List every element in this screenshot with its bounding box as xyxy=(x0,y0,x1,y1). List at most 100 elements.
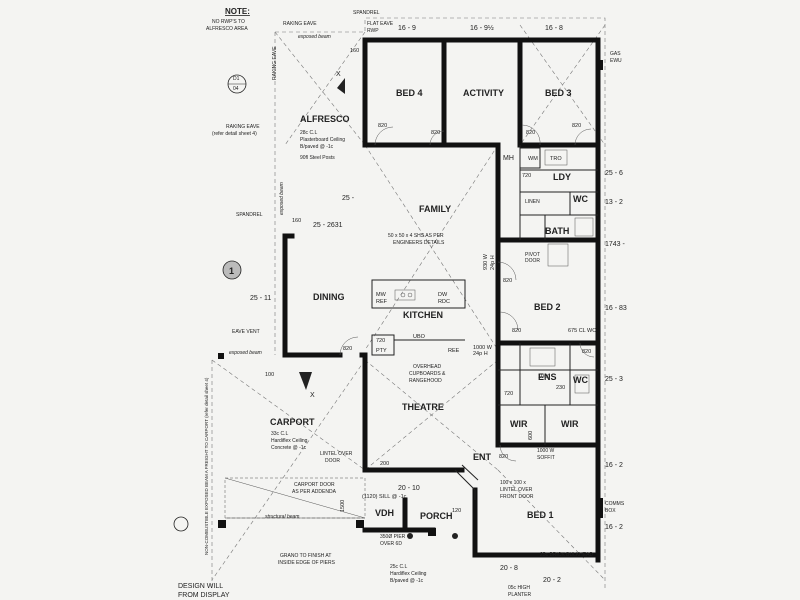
pier-2: OVER 6D xyxy=(380,541,402,547)
soffit-2: SOFFIT xyxy=(537,455,555,461)
alfresco-spec-1: 28c C.L xyxy=(300,130,317,136)
kitchen-rdc: RDC xyxy=(438,299,450,305)
spandrel-top: SPANDREL xyxy=(353,10,380,16)
room-bath: BATH xyxy=(545,226,569,236)
raking-eave-side: RAKING EAVE xyxy=(272,46,278,80)
family-spec-2: ENGINEERS DETAILS xyxy=(393,240,445,246)
dim-left-2: 25 - 2631 xyxy=(313,222,343,229)
family-spec-1: 50 x 50 x 4 SHS AS PER xyxy=(388,233,444,239)
construction-notes: RAKING EAVE FLAT EAVE SPANDREL exposed b… xyxy=(178,10,625,599)
overhead-2: CUPBOARDS & xyxy=(409,371,446,377)
note-heading: NOTE: xyxy=(225,7,250,16)
room-entry: ENT xyxy=(473,452,492,462)
dim-820-entry: 820 xyxy=(499,454,508,460)
kitchen-mw: MW xyxy=(376,292,387,298)
design-will-1: DESIGN WILL xyxy=(178,583,223,590)
room-carport: CARPORT xyxy=(270,417,315,427)
dim-right-3: 1743 - xyxy=(605,241,626,248)
section-number: 1 xyxy=(229,266,234,276)
dim-820-bed2-a: 820 xyxy=(512,328,521,334)
lintel-door-1: LINTEL OVER xyxy=(320,451,353,457)
room-family: FAMILY xyxy=(419,204,451,214)
dim-820-bed4: 820 xyxy=(378,123,387,129)
dim-160-a: 160 xyxy=(350,48,359,54)
dim-120: 120 xyxy=(452,508,461,514)
door-swings xyxy=(339,124,595,462)
exposed-beam-top: exposed beam xyxy=(298,34,331,40)
dim-bottom-3: 20 - 2 xyxy=(543,577,561,584)
dim-820-bed3-a: 820 xyxy=(526,130,535,136)
symbols: X X 1 xyxy=(173,60,603,539)
dim-230: 230 xyxy=(556,385,565,391)
pier-1: 350Ø PIER xyxy=(380,534,406,540)
alfresco-spec-2: Plasterboard Ceiling xyxy=(300,137,345,143)
room-activity: ACTIVITY xyxy=(463,88,504,98)
room-wc-1: WC xyxy=(573,194,588,204)
porch-spec-1: 25c C.L xyxy=(390,564,407,570)
dim-top-2: 16 - 9½ xyxy=(470,24,494,32)
dim-top-1: 16 - 9 xyxy=(398,25,416,32)
rwp-top: RWP xyxy=(367,28,379,34)
grano-2: INSIDE EDGE OF PIERS xyxy=(278,560,336,566)
raking-eave-left: RAKING EAVE xyxy=(226,124,260,130)
elevation-arrow-icon xyxy=(337,78,345,94)
dim-bottom-1: 20 - 10 xyxy=(398,485,420,492)
section-circle-icon xyxy=(222,260,242,280)
structural-beam: structural beam xyxy=(265,514,299,520)
overhead-3: RANGEHOOD xyxy=(409,378,442,384)
dim-100: 100 xyxy=(265,372,274,378)
dim-left-3: 25 - 11 xyxy=(250,295,271,302)
dim-720-a: 720 xyxy=(522,173,531,179)
section-x-bottom: X xyxy=(310,392,315,399)
raking-eave-ref: (refer detail sheet 4) xyxy=(212,131,257,137)
pivot-door-2: DOOR xyxy=(525,258,540,264)
exposed-beam-side: exposed beam xyxy=(279,182,285,215)
high-planter-2: PLANTER xyxy=(508,592,531,598)
room-laundry: LDY xyxy=(553,172,571,182)
dim-820-family: 820 xyxy=(503,278,512,284)
room-bed-1: BED 1 xyxy=(527,510,554,520)
exposed-beam-mid: exposed beam xyxy=(229,350,262,356)
porch-spec-2: Hardiflex Ceiling xyxy=(390,571,427,577)
dim-1500: 1500 xyxy=(340,500,346,512)
detail-d1: D1 xyxy=(233,76,240,82)
dim-right-2: 13 - 2 xyxy=(605,199,623,206)
dim-930: 930 W xyxy=(483,253,489,270)
dim-820-activity: 820 xyxy=(431,130,440,136)
laundry-trough: TRO xyxy=(550,156,562,162)
carport-spec-2: Hardiflex Ceiling xyxy=(271,438,308,444)
dim-820-dining: 820 xyxy=(343,346,352,352)
room-wir-1: WIR xyxy=(510,419,528,429)
room-porch: PORCH xyxy=(420,511,453,521)
lintel-front-2: LINTEL OVER xyxy=(500,487,533,493)
dim-600: 600 xyxy=(528,431,534,440)
dim-bottom-2: 20 - 8 xyxy=(500,565,518,572)
soffit-1: 1000 W xyxy=(537,448,555,454)
linen-label: LINEN xyxy=(525,199,540,205)
section-x-top: X xyxy=(336,71,341,78)
dim-930-h: 24p H xyxy=(490,255,496,270)
dim-200: 200 xyxy=(380,461,389,467)
high-planter-1: 05c HIGH xyxy=(508,585,530,591)
room-theatre: THEATRE xyxy=(402,402,444,412)
pivot-door-1: PIVOT xyxy=(525,252,540,258)
room-labels: BED 4 ACTIVITY BED 3 ALFRESCO FAMILY DIN… xyxy=(270,88,588,521)
laundry-wm: WM xyxy=(528,156,538,162)
roof-outline xyxy=(211,17,606,590)
room-alfresco: ALFRESCO xyxy=(300,114,350,124)
grano-1: GRANO TO FINISH AT xyxy=(280,553,331,559)
dim-820-bed3-b: 820 xyxy=(572,123,581,129)
note-line-1: NO RWP'S TO xyxy=(212,19,245,25)
raking-eave-top: RAKING EAVE xyxy=(283,21,317,27)
walls xyxy=(282,37,601,563)
dim-right-5: 25 - 3 xyxy=(605,376,623,383)
elevation-arrow-icon-2 xyxy=(299,372,312,390)
note-line-2: ALFRESCO AREA xyxy=(206,26,248,32)
room-bed-4: BED 4 xyxy=(396,88,423,98)
room-wc-2: WC xyxy=(573,375,588,385)
lintel-front-3: FRONT DOOR xyxy=(500,494,534,500)
kitchen-ree: REE xyxy=(448,348,460,354)
dim-left-1: 25 - xyxy=(342,195,355,202)
dim-1000-robe: 1000 W xyxy=(473,345,493,351)
